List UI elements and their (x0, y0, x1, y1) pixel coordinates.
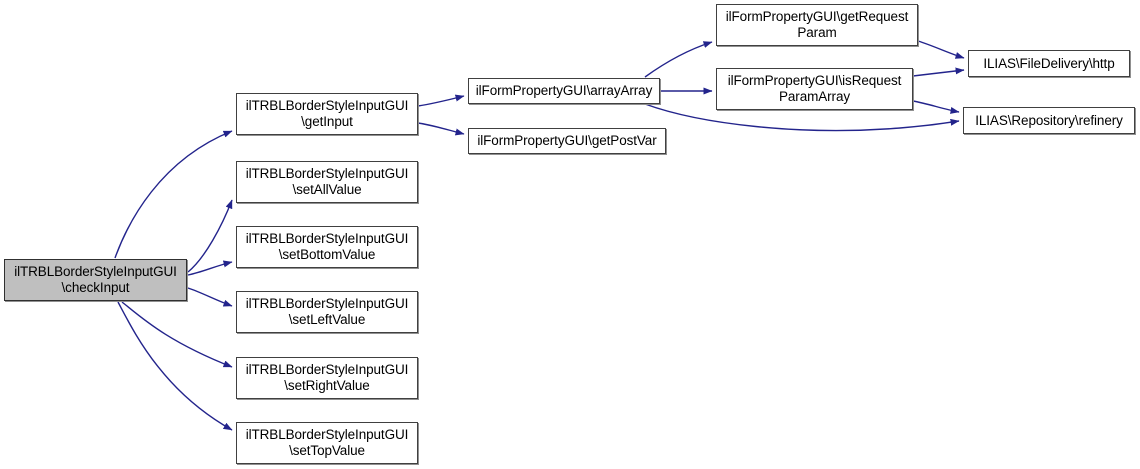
graph-edge-checkInput-to-setRightValue (121, 301, 233, 368)
graph-node-label: ilFormPropertyGUI\isRequest ParamArray (727, 73, 902, 104)
graph-edge-checkInput-to-getInput (114, 130, 233, 259)
graph-node-getRequestParam[interactable]: ilFormPropertyGUI\getRequest Param (716, 4, 918, 46)
graph-node-getPostVar[interactable]: ilFormPropertyGUI\getPostVar (468, 128, 666, 154)
graph-node-label: ilFormPropertyGUI\getPostVar (477, 133, 657, 148)
graph-node-setRightValue[interactable]: ilTRBLBorderStyleInputGUI \setRightValue (236, 357, 418, 399)
graph-edge-checkInput-to-setLeftValue (187, 287, 233, 307)
graph-node-label: ilTRBLBorderStyleInputGUI \setBottomValu… (245, 231, 409, 262)
graph-node-setLeftValue[interactable]: ilTRBLBorderStyleInputGUI \setLeftValue (236, 291, 418, 333)
graph-node-setBottomValue[interactable]: ilTRBLBorderStyleInputGUI \setBottomValu… (236, 226, 418, 268)
graph-edge-getRequestParam-to-fileDeliveryHttp (917, 40, 965, 59)
graph-node-label: ilFormPropertyGUI\arrayArray (475, 83, 653, 98)
graph-node-label: ilTRBLBorderStyleInputGUI \setRightValue (245, 362, 409, 393)
graph-node-checkInput[interactable]: ilTRBLBorderStyleInputGUI \checkInput (4, 259, 187, 301)
graph-node-isRequestParamArray[interactable]: ilFormPropertyGUI\isRequest ParamArray (716, 68, 913, 110)
graph-edge-isRequestParamArray-to-fileDeliveryHttp (912, 67, 965, 77)
graph-edge-arrayArray-to-getRequestParam (644, 41, 713, 78)
graph-edge-checkInput-to-setBottomValue (187, 260, 233, 276)
graph-node-label: ilFormPropertyGUI\getRequest Param (725, 9, 909, 40)
graph-edge-isRequestParamArray-to-repositoryRefinery (912, 100, 960, 114)
graph-node-label: ilTRBLBorderStyleInputGUI \setTopValue (245, 427, 409, 458)
graph-node-label: ilTRBLBorderStyleInputGUI \setAllValue (245, 166, 409, 197)
graph-node-fileDeliveryHttp[interactable]: ILIAS\FileDelivery\http (968, 50, 1130, 77)
graph-node-repositoryRefinery[interactable]: ILIAS\Repository\refinery (963, 107, 1135, 134)
graph-node-label: ilTRBLBorderStyleInputGUI \setLeftValue (245, 296, 409, 327)
graph-node-label: ILIAS\Repository\refinery (975, 112, 1123, 128)
graph-edge-getInput-to-arrayArray (417, 94, 465, 107)
graph-node-setAllValue[interactable]: ilTRBLBorderStyleInputGUI \setAllValue (236, 161, 418, 203)
graph-node-label: ILIAS\FileDelivery\http (983, 55, 1115, 71)
graph-edge-checkInput-to-setTopValue (117, 301, 233, 431)
graph-node-label: ilTRBLBorderStyleInputGUI \getInput (245, 98, 409, 129)
graph-edge-getInput-to-getPostVar (417, 122, 465, 136)
graph-node-arrayArray[interactable]: ilFormPropertyGUI\arrayArray (468, 78, 660, 104)
graph-node-label: ilTRBLBorderStyleInputGUI \checkInput (14, 264, 177, 295)
graph-edge-checkInput-to-setAllValue (187, 199, 233, 273)
graph-node-setTopValue[interactable]: ilTRBLBorderStyleInputGUI \setTopValue (236, 422, 418, 464)
graph-node-getInput[interactable]: ilTRBLBorderStyleInputGUI \getInput (236, 93, 418, 135)
